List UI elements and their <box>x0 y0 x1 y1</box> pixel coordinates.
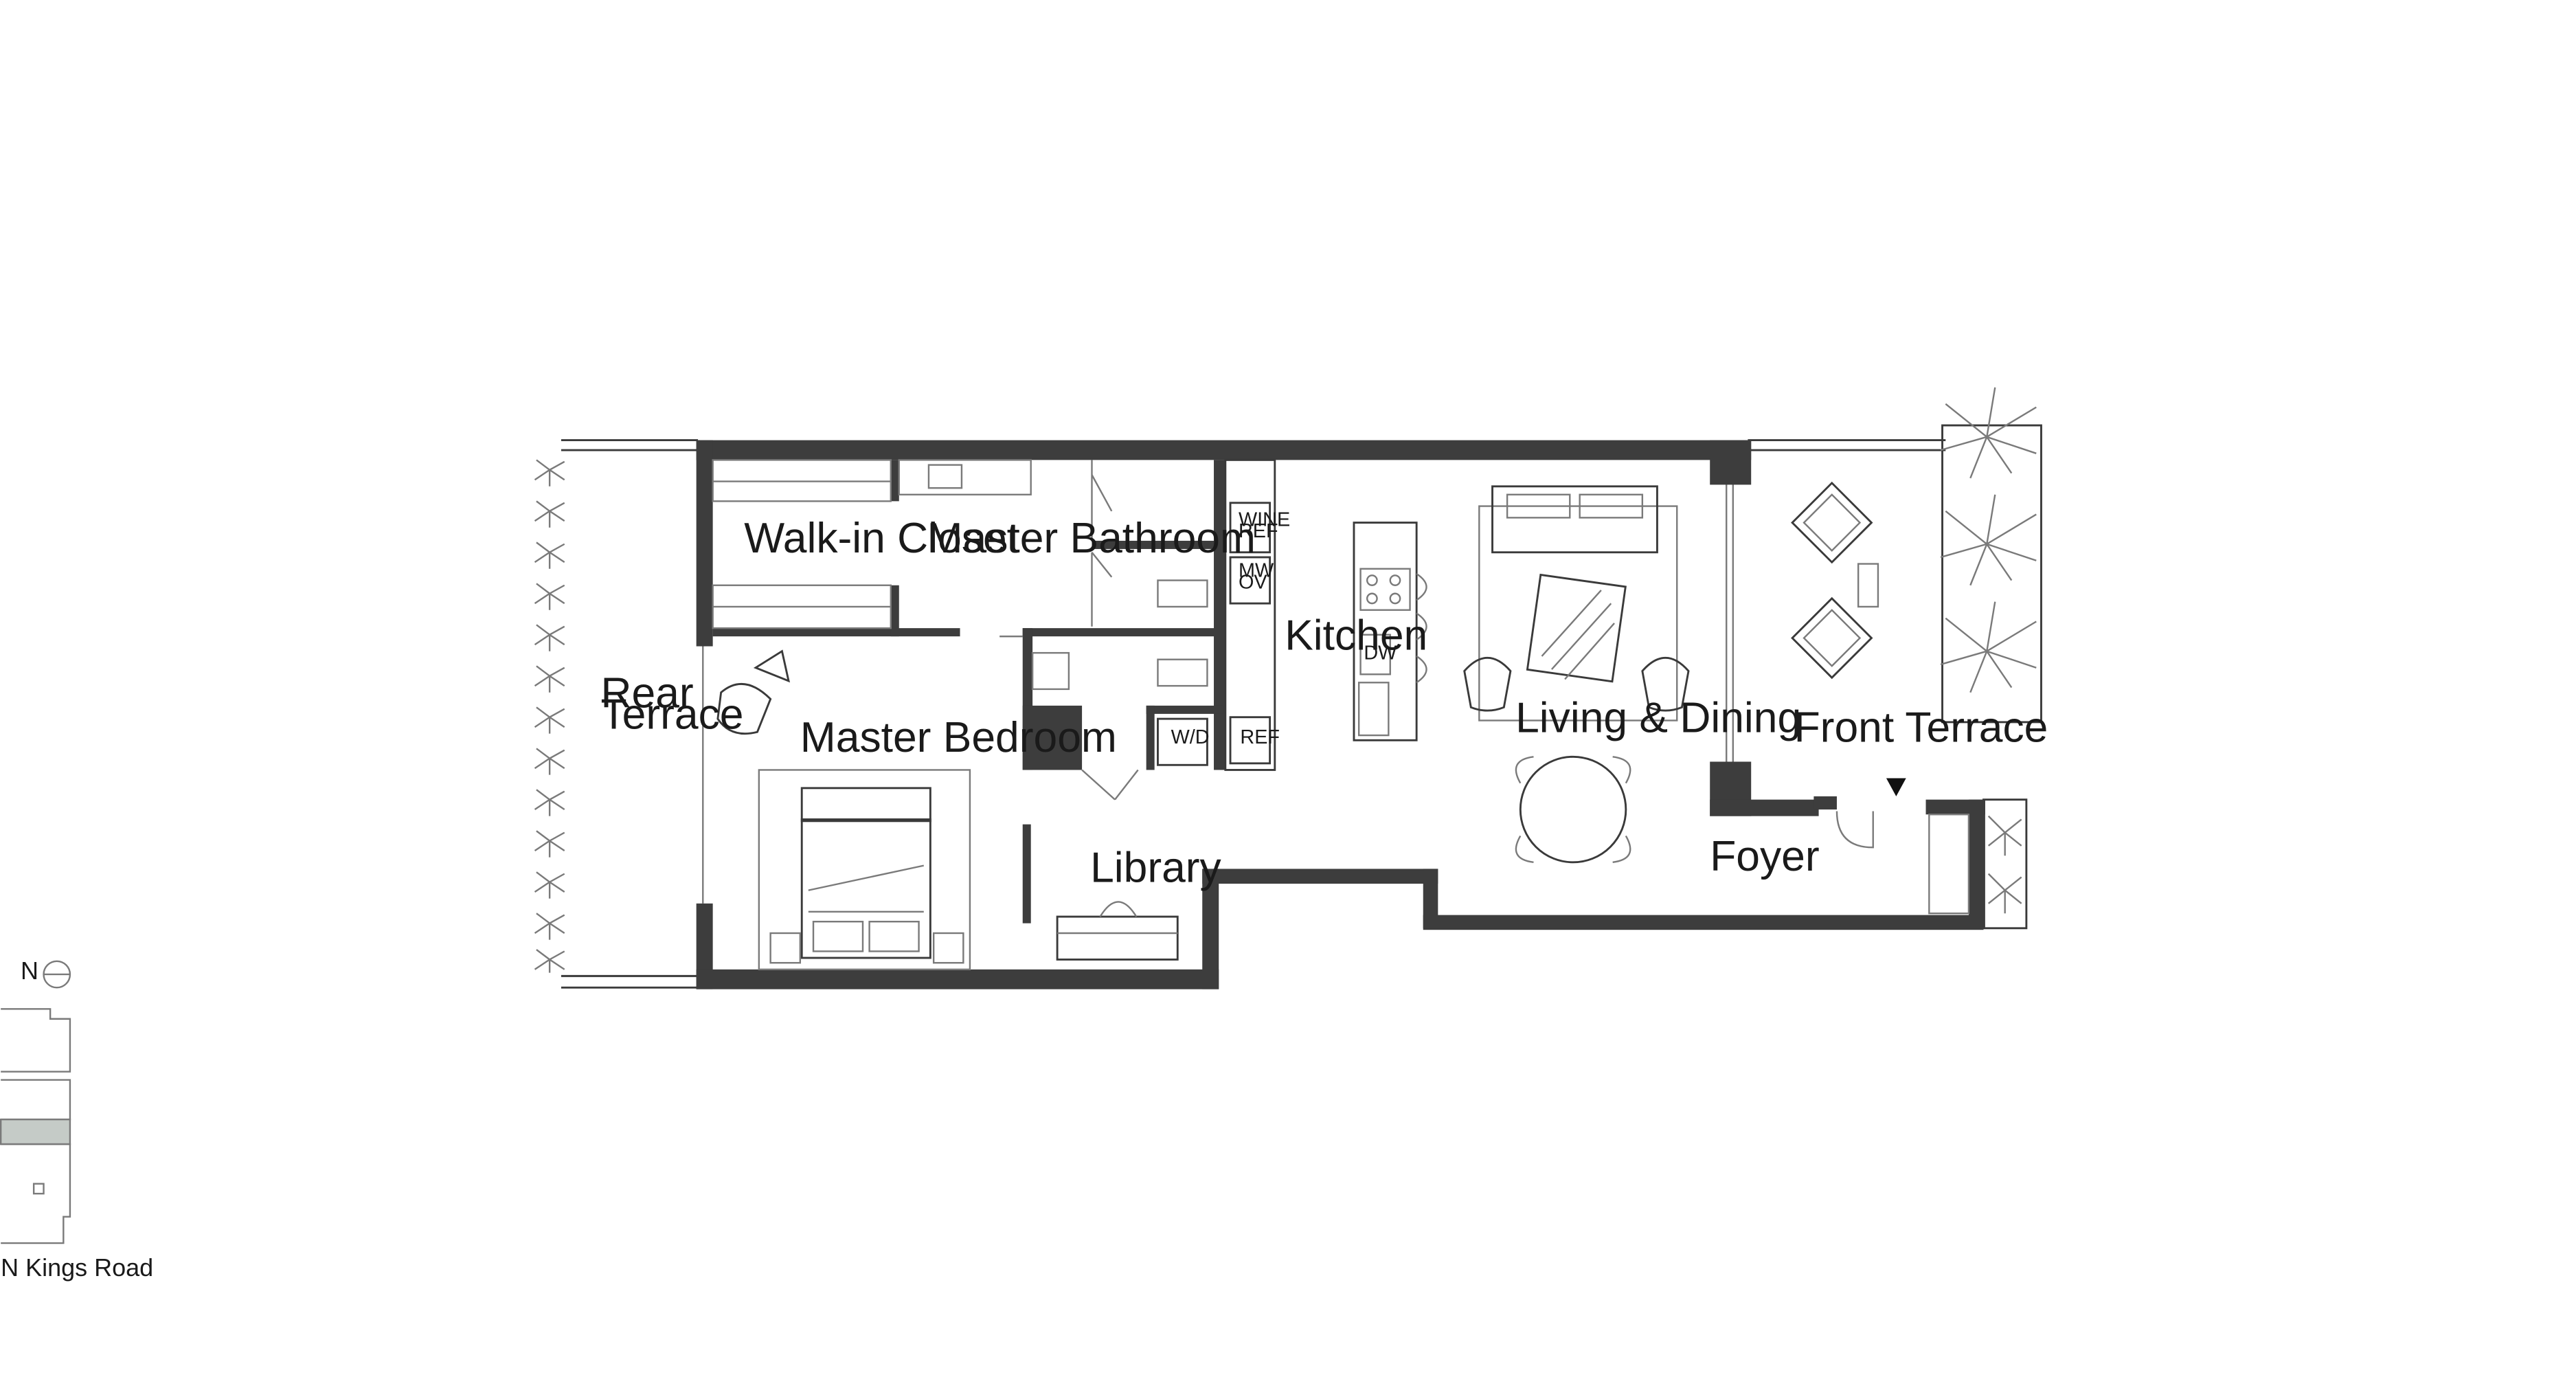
label-living-dining: Living & Dining <box>1515 694 1801 741</box>
label-wd: W/D <box>1171 726 1210 748</box>
label-front-terrace: Front Terrace <box>1794 704 2048 752</box>
label-rear-terrace-line2: Terrace <box>601 691 744 738</box>
dining-table <box>1515 755 1631 864</box>
front-terrace-plants <box>1940 387 2037 914</box>
label-master-bathroom: Master Bathroom <box>927 515 1256 562</box>
living-furniture <box>1463 485 1690 722</box>
label-library: Library <box>1090 845 1221 892</box>
rear-terrace-plants <box>534 459 565 973</box>
north-label: N <box>21 957 38 985</box>
label-foyer: Foyer <box>1710 833 1819 880</box>
label-wine-ref-2: REF <box>1239 520 1278 542</box>
rear-terrace-outline <box>561 439 704 989</box>
walls <box>696 440 1985 990</box>
label-master-bedroom: Master Bedroom <box>800 714 1117 761</box>
highlighted-unit <box>0 1118 71 1145</box>
label-dw: DW <box>1364 642 1397 664</box>
key-plan: N N Kings Road <box>0 957 153 1282</box>
label-walk-in-closet: Walk-in Closet <box>744 515 1019 562</box>
entry-arrow-icon <box>1886 778 1906 796</box>
label-wine-ref-1: WINE <box>1239 508 1290 530</box>
street-label: N Kings Road <box>1 1253 153 1282</box>
label-ref: REF <box>1240 726 1280 748</box>
library-furniture <box>1056 901 1179 961</box>
label-kitchen: Kitchen <box>1285 612 1427 659</box>
label-mw-ov-1: MW <box>1239 560 1274 582</box>
front-terrace-furniture <box>1791 481 1879 680</box>
bedroom-furniture <box>716 649 971 970</box>
kitchen-counter <box>1224 458 1276 771</box>
label-rear-terrace-line1: Rear <box>601 669 694 717</box>
closet-shelving <box>712 459 892 629</box>
bathroom-fixtures <box>898 459 1208 801</box>
key-plan-building <box>0 1008 71 1244</box>
label-mw-ov-2: OV <box>1239 572 1267 594</box>
foyer-details <box>1835 778 1970 915</box>
front-terrace-outline <box>1726 424 2042 930</box>
kitchen-island <box>1353 522 1427 741</box>
